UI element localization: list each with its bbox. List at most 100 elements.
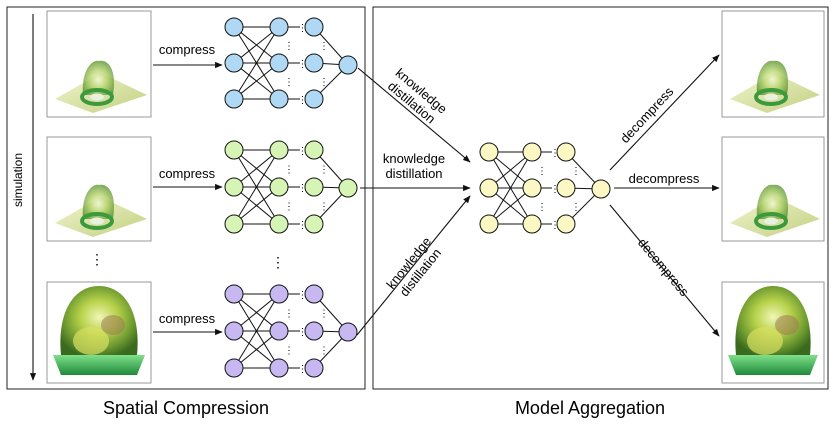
network-edge [233, 293, 280, 332]
network-ellipsis-dots: ⋮ [550, 220, 560, 231]
network-ellipsis-dots: ⋮ [298, 59, 308, 70]
network-node [269, 140, 289, 160]
network-ellipsis-dots: ⋮ [537, 166, 547, 177]
network-node [304, 358, 324, 378]
input-render-2 [46, 136, 152, 242]
network-edge [488, 151, 533, 225]
input-render-3 [46, 281, 152, 384]
distill-label-2-line2: distillation [385, 166, 442, 181]
network-node [304, 214, 324, 234]
network-edge [233, 26, 280, 64]
network-ellipsis-dots: ⋮ [298, 183, 308, 194]
network-node [224, 321, 244, 341]
render-ring [80, 212, 114, 230]
network-node [269, 177, 289, 197]
network-node [522, 214, 542, 234]
render-highlight [775, 315, 799, 335]
network-green: ⋮⋮⋮⋮⋮⋮⋮ [224, 140, 358, 234]
network-ellipsis-dots: ⋮ [319, 41, 329, 52]
network-ellipsis-dots: ⋮ [284, 309, 294, 320]
input-render-1 [46, 10, 152, 118]
network-node [224, 53, 244, 73]
network-node [522, 178, 542, 198]
network-node [479, 178, 499, 198]
network-node [269, 284, 289, 304]
render-highlight [73, 327, 109, 355]
decompress-arrow-1 [609, 54, 720, 171]
render-volume [756, 60, 789, 95]
network-edge [233, 330, 280, 369]
network-node [522, 142, 542, 162]
network-node [224, 284, 244, 304]
spatial-compression-caption: Spatial Compression [103, 398, 269, 418]
distill-arrow-3 [356, 195, 471, 336]
network-ellipsis-dots: ⋮ [284, 165, 294, 176]
network-node [224, 17, 244, 37]
network-node [304, 53, 324, 73]
compress-label-3: compress [159, 311, 216, 326]
network-node [304, 284, 324, 304]
network-edge [233, 149, 280, 188]
network-ellipsis-dots: ⋮ [298, 327, 308, 338]
network-node [556, 142, 576, 162]
render-ring [80, 88, 114, 106]
network-node [224, 358, 244, 378]
network-node [304, 177, 324, 197]
network-edge [233, 26, 280, 100]
network-ellipsis-dots: ⋮ [550, 148, 560, 159]
network-node [304, 140, 324, 160]
distill-label-3: knowledge distillation [383, 234, 444, 299]
render-volume [82, 184, 115, 219]
render-core [764, 217, 778, 225]
spatial-compression-panel [6, 6, 366, 390]
network-ellipsis-dots: ⋮ [298, 290, 308, 301]
network-ellipsis-dots: ⋮ [319, 202, 329, 213]
decompress-label-1: decompress [617, 84, 677, 146]
network-output-node [338, 55, 358, 75]
decompress-label-3: decompress [635, 235, 692, 299]
network-ellipsis-dots: ⋮ [298, 220, 308, 231]
model-aggregation-panel [372, 6, 829, 390]
network-node [224, 177, 244, 197]
network-node [269, 358, 289, 378]
network-ellipsis-dots: ⋮ [319, 346, 329, 357]
input-ellipsis: ⋮ [90, 251, 104, 267]
network-ellipsis-dots: ⋮ [319, 77, 329, 88]
model-aggregation-caption: Model Aggregation [515, 398, 665, 418]
network-node [224, 214, 244, 234]
network-ellipsis-dots: ⋮ [298, 95, 308, 106]
output-render-1 [721, 10, 825, 118]
render-volume [82, 60, 115, 95]
network-purple: ⋮⋮⋮⋮⋮⋮⋮ [224, 284, 358, 378]
network-ellipsis-dots: ⋮ [298, 364, 308, 375]
render-volume [756, 184, 789, 219]
network-node [556, 178, 576, 198]
compress-label-1: compress [159, 42, 216, 57]
network-node [269, 89, 289, 109]
network-node [479, 142, 499, 162]
network-ellipsis-dots: ⋮ [571, 202, 581, 213]
network-ellipsis-dots: ⋮ [298, 146, 308, 157]
render-ring [754, 88, 788, 106]
render-ring [754, 212, 788, 230]
render-base [53, 355, 145, 375]
network-node [269, 321, 289, 341]
network-ellipsis-dots: ⋮ [571, 166, 581, 177]
render-core [90, 217, 104, 225]
network-ellipsis-dots: ⋮ [550, 184, 560, 195]
network-output-node [591, 179, 611, 199]
render-core [90, 93, 104, 101]
network-ellipsis-dots: ⋮ [284, 41, 294, 52]
render-highlight [747, 327, 783, 355]
network-output-node [338, 322, 358, 342]
decompress-arrow-3 [609, 204, 720, 337]
network-node [269, 17, 289, 37]
compress-label-2: compress [159, 166, 216, 181]
distill-label-2-line1: knowledge [383, 151, 445, 166]
network-edge [233, 293, 280, 369]
network-node [304, 89, 324, 109]
network-ellipsis-dots: ⋮ [298, 23, 308, 34]
network-node [304, 321, 324, 341]
output-render-2 [721, 136, 825, 242]
